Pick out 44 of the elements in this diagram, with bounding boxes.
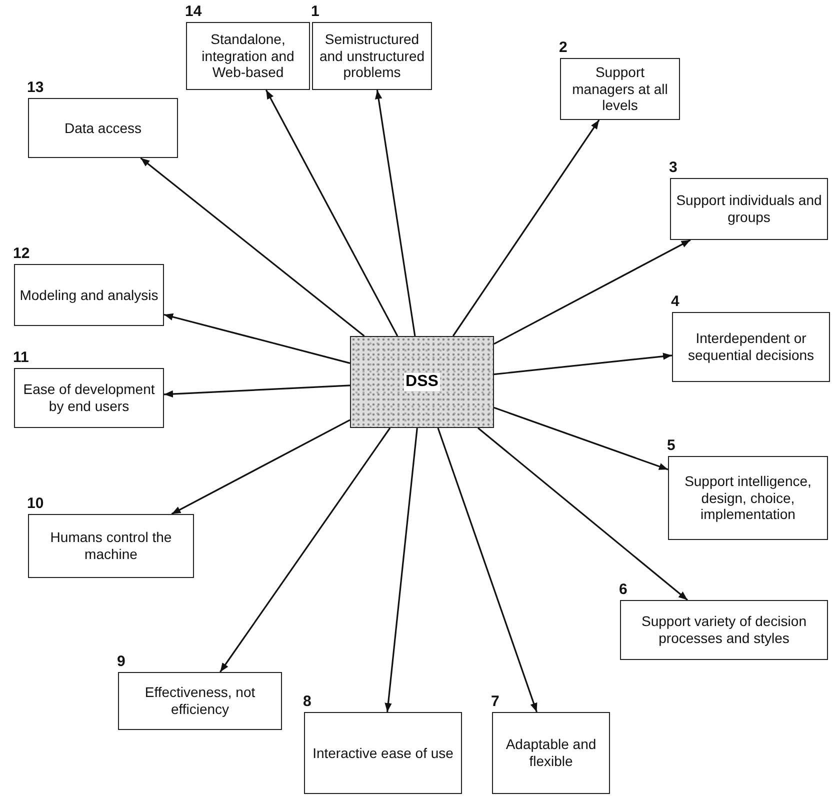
arrow	[140, 157, 365, 337]
box-text: Support intelligence, design, choice, implementation	[684, 472, 812, 524]
callout-number: 12	[13, 245, 30, 262]
callout-number: 2	[559, 39, 568, 56]
arrow	[164, 384, 350, 398]
box-text: Semistructured and unstructured problems	[318, 30, 426, 82]
arrow	[494, 239, 691, 345]
box-text: Data access	[63, 118, 143, 138]
arrow	[265, 90, 398, 336]
callout-number: 9	[117, 653, 126, 670]
box-text: Effectiveness, not efficiency	[144, 683, 256, 719]
box-text: Standalone, integration and Web-based	[200, 30, 296, 82]
callout-number: 8	[303, 693, 312, 710]
arrow	[452, 120, 600, 336]
box-title: DSS	[404, 373, 440, 391]
box-text: Support managers at all levels	[571, 62, 669, 116]
box-text: Support variety of decision processes and styles	[640, 612, 808, 648]
arrow	[164, 313, 350, 364]
callout-number: 7	[491, 693, 500, 710]
callout-number: 11	[13, 349, 29, 366]
box-text: Ease of development by end users	[22, 380, 156, 416]
arrow	[478, 427, 688, 601]
arrow	[375, 90, 416, 336]
callout-number: 4	[671, 293, 680, 310]
arrow	[384, 428, 418, 712]
box-text: Interactive ease of use	[312, 744, 454, 763]
box-text: Modeling and analysis	[18, 286, 160, 305]
callout-number: 6	[619, 581, 628, 598]
callout-number: 14	[185, 3, 202, 20]
callout-number: 10	[27, 495, 44, 512]
box-text: Interdependent or sequential decisions	[686, 329, 816, 365]
callout-number: 3	[669, 159, 678, 176]
box-text: Adaptable and flexible	[504, 735, 598, 771]
box-text: Support individuals and groups	[675, 191, 823, 227]
callout-number: 13	[27, 79, 44, 96]
arrow	[494, 406, 668, 470]
central-box	[350, 336, 494, 428]
arrow	[494, 352, 672, 376]
callout-number: 5	[667, 437, 676, 454]
arrow	[437, 428, 538, 712]
callout-number: 1	[311, 3, 320, 20]
box-text: Humans control the machine	[49, 528, 173, 564]
arrow	[220, 428, 391, 672]
arrow	[171, 419, 350, 515]
